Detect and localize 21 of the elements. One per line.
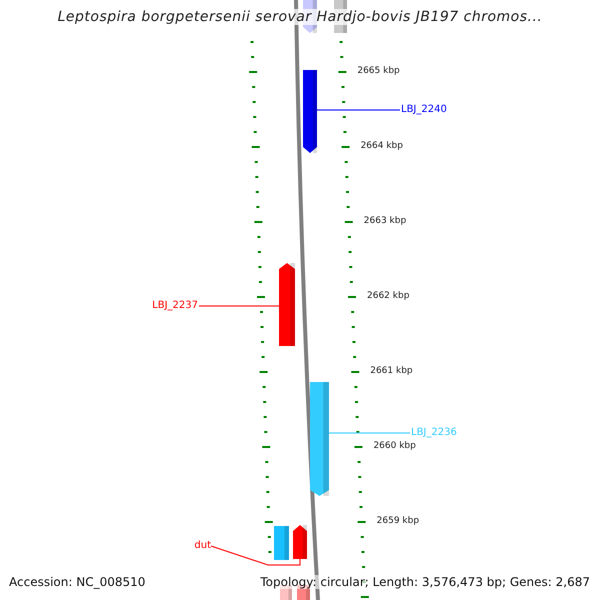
gene-label: LBJ_2236	[411, 427, 457, 439]
gene-feature	[279, 263, 295, 346]
scale-label: 2664 kbp	[360, 141, 403, 151]
title: Leptospira borgpetersenii serovar Hardjo-bovis JB197 chromos...	[58, 9, 542, 25]
leader-line	[210, 546, 300, 566]
scale-label: 2659 kbp	[376, 516, 420, 526]
scale-label: 2663 kbp	[364, 216, 406, 226]
leader-line	[328, 432, 410, 434]
accession-text: Accession: NC_008510	[9, 575, 146, 589]
scale-label: 2660 kbp	[373, 441, 416, 451]
gene-label: LBJ_2240	[401, 104, 447, 116]
scale-label: 2662 kbp	[367, 291, 410, 301]
summary-text: Topology: circular; Length: 3,576,473 bp; Genes: 2,687	[260, 575, 590, 589]
scale-label: 2661 kbp	[370, 366, 413, 376]
gene-feature	[303, 70, 317, 153]
gene-label: dut	[194, 540, 211, 552]
gene-label: LBJ_2237	[152, 300, 198, 312]
gene-feature	[293, 525, 307, 559]
gene-feature	[274, 526, 289, 560]
gene-feature	[310, 382, 329, 496]
scale-label: 2665 kbp	[357, 66, 400, 76]
